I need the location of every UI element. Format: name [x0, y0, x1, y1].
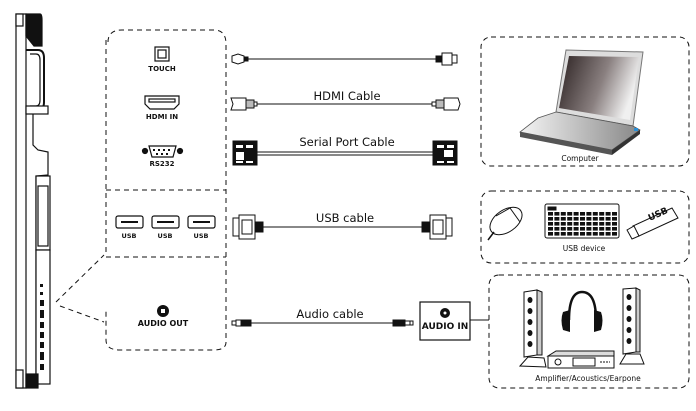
speaker-right-icon: [619, 287, 645, 365]
mouse-icon: [487, 206, 523, 241]
keyboard-key: [612, 222, 617, 226]
audio-in-label: AUDIO IN: [421, 322, 469, 332]
keyboard-key: [599, 227, 605, 231]
keyboard-key: [599, 212, 605, 216]
keyboard-key: [592, 212, 598, 216]
keyboard-key: [592, 222, 598, 226]
keyboard-key: [599, 232, 605, 236]
usb-device-label: USB device: [562, 244, 606, 253]
keyboard-key: [554, 227, 560, 231]
keyboard-key: [586, 232, 592, 236]
speaker-left-icon: [518, 289, 547, 368]
keyboard-key: [548, 212, 553, 216]
keyboard-key: [580, 217, 585, 221]
keyboard-key: [567, 212, 573, 216]
serial-cable: [232, 140, 458, 166]
audio-device-group-outline: [488, 274, 690, 389]
usb-cable-label: USB cable: [315, 211, 375, 225]
keyboard-key: [573, 222, 579, 226]
usb-port-label: USB: [157, 232, 173, 240]
usb-drive-icon: [626, 207, 679, 240]
usb-ports-icons: [115, 215, 216, 229]
keyboard-key: [612, 212, 617, 216]
keyboard-key: [554, 212, 560, 216]
keyboard-key: [612, 232, 617, 236]
touch-port-label: TOUCH: [148, 65, 176, 73]
keyboard-key: [592, 217, 598, 221]
keyboard-key: [586, 212, 592, 216]
usb-device-group-outline: [480, 190, 690, 264]
keyboard-key: [605, 232, 611, 236]
touch-cable: [231, 52, 458, 66]
audio-devices-label: Amplifier/Acoustics/Earpone: [535, 374, 641, 383]
port-panel-outline: [105, 29, 227, 351]
keyboard-key: [560, 227, 566, 231]
keyboard-key: [586, 222, 592, 226]
keyboard-key: [554, 217, 560, 221]
serial-port-icon: [141, 145, 184, 158]
keyboard-key: [573, 232, 579, 236]
audio-in-box: [419, 301, 489, 341]
keyboard-key: [567, 222, 573, 226]
keyboard-key: [580, 227, 585, 231]
audio-out-jack-icon: [157, 305, 169, 317]
touch-port-icon: [154, 46, 170, 62]
keyboard-key: [599, 217, 605, 221]
keyboard-key: [560, 212, 566, 216]
display-side-profile: [15, 13, 51, 389]
keyboard-key: [573, 212, 579, 216]
keyboard-key: [612, 227, 617, 231]
headphones-icon: [561, 290, 603, 332]
amplifier-icon: [546, 350, 615, 369]
keyboard-key: [599, 222, 605, 226]
keyboard-icon: [544, 203, 620, 239]
keyboard-key: [580, 232, 585, 236]
keyboard-key: [586, 217, 592, 221]
keyboard-key: [592, 227, 598, 231]
hdmi-port-icon: [144, 95, 180, 110]
computer-label: Computer: [561, 154, 599, 163]
usb-port-label: USB: [193, 232, 209, 240]
keyboard-key: [567, 217, 573, 221]
keyboard-key: [567, 227, 573, 231]
keyboard-key: [580, 222, 585, 226]
keyboard-key: [605, 222, 611, 226]
serial-cable-label: Serial Port Cable: [299, 135, 395, 149]
rs232-port-label: RS232: [149, 160, 175, 168]
hdmi-cable-label: HDMI Cable: [313, 89, 381, 103]
audio-cable-label: Audio cable: [296, 307, 364, 321]
keyboard-key: [605, 217, 611, 221]
keyboard-key: [560, 217, 566, 221]
keyboard-key: [560, 232, 566, 236]
usb-port-label: USB: [121, 232, 137, 240]
laptop-icon: [519, 49, 644, 155]
keyboard-key: [554, 232, 560, 236]
keyboard-key: [548, 222, 553, 226]
keyboard-key: [554, 222, 560, 226]
keyboard-key: [605, 212, 611, 216]
keyboard-key: [580, 212, 585, 216]
keyboard-key: [605, 227, 611, 231]
computer-group-outline: [480, 36, 690, 167]
keyboard-key: [567, 232, 573, 236]
audio-out-port-label: AUDIO OUT: [137, 319, 189, 328]
hdmi-in-port-label: HDMI IN: [145, 113, 179, 121]
audio-cable: [231, 319, 414, 327]
usb-cable: [232, 214, 453, 240]
keyboard-key: [612, 217, 617, 221]
keyboard-key: [573, 217, 579, 221]
keyboard-key: [573, 227, 579, 231]
keyboard-key: [548, 232, 553, 236]
hdmi-cable: [230, 97, 461, 111]
callout-lines: [55, 254, 105, 323]
keyboard-key: [548, 227, 553, 231]
keyboard-key: [592, 232, 598, 236]
keyboard-key: [548, 217, 553, 221]
keyboard-key: [560, 222, 566, 226]
keyboard-key: [586, 227, 592, 231]
